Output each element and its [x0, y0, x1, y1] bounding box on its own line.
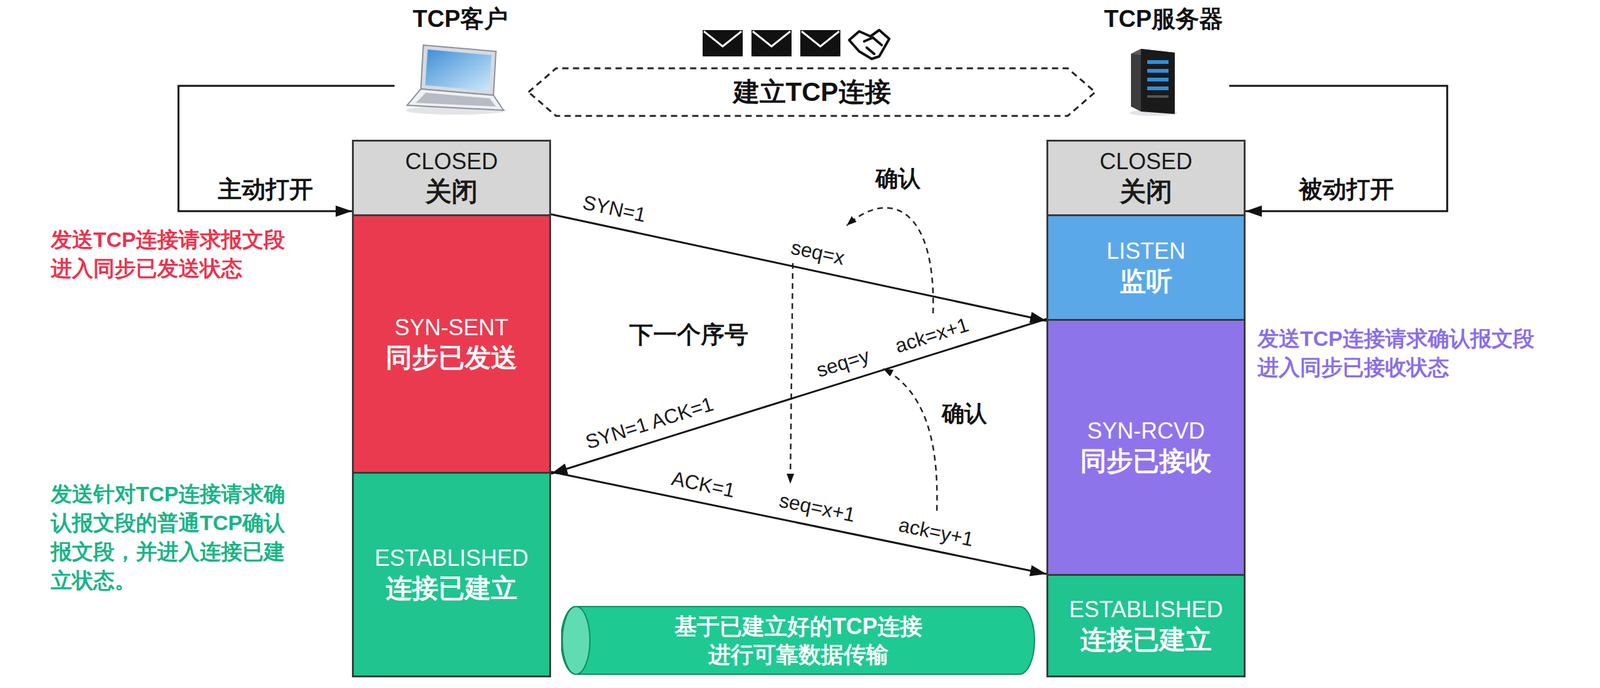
svg-rect	[1147, 77, 1169, 82]
svg-polygon	[407, 88, 504, 111]
state-box: ESTABLISHED连接已建立	[1046, 573, 1246, 677]
ack-label: ack=x+1	[889, 310, 975, 359]
svg-polyline	[801, 31, 840, 47]
state-box: SYN-SENT同步已发送	[351, 214, 552, 474]
confirm-label: 确认	[941, 398, 987, 429]
server-icon	[1129, 48, 1178, 116]
svg-rect	[1147, 68, 1169, 73]
seq-label: seq=x	[785, 233, 850, 271]
ack-label: ack=y+1	[894, 511, 979, 553]
state-name-zh: 同步已发送	[385, 341, 518, 375]
flag-label: SYN=1 ACK=1	[579, 390, 719, 456]
state-note: 发送TCP连接请求确认报文段 进入同步已接收状态	[1257, 324, 1593, 382]
svg-rect	[1147, 86, 1169, 91]
state-box: SYN-RCVD同步已接收	[1046, 318, 1246, 576]
state-box: LISTEN监听	[1046, 214, 1246, 321]
host-name: TCP客户	[412, 5, 508, 34]
seq-label: seq=y	[810, 341, 875, 384]
svg-path	[849, 30, 890, 59]
open-label: 主动打开	[217, 175, 314, 205]
segment-arrow	[551, 471, 1047, 574]
state-note: 发送针对TCP连接请求确认报文段的普通TCP确认报文段，并进入连接已建立状态。	[50, 479, 295, 595]
state-name-zh: 监听	[1119, 264, 1173, 299]
state-note: 发送TCP连接请求报文段 进入同步已发送状态	[50, 225, 352, 284]
data-pipe: 基于已建立好的TCP连接 进行可靠数据传输	[561, 604, 1036, 676]
svg-rect	[751, 30, 792, 57]
state-name: CLOSED	[405, 147, 498, 176]
seq-label: seq=x+1	[774, 486, 860, 528]
svg-rect	[800, 30, 841, 57]
segment-arrow	[551, 214, 1047, 321]
dashed-double-arrow	[528, 68, 1096, 116]
state-name-zh: 连接已建立	[385, 571, 518, 605]
svg-rect	[702, 30, 743, 57]
svg-polyline	[703, 31, 742, 47]
state-name-zh: 连接已建立	[1080, 623, 1212, 657]
confirm-label: 确认	[875, 163, 921, 195]
state-name: SYN-RCVD	[1087, 416, 1205, 445]
svg-polygon	[420, 45, 496, 96]
confirm-curve	[846, 207, 934, 314]
state-box: ESTABLISHED连接已建立	[351, 471, 552, 677]
state-name: ESTABLISHED	[1068, 594, 1223, 624]
segment-arrow	[551, 318, 1047, 474]
state-name: ESTABLISHED	[374, 543, 528, 572]
connection-label: 建立TCP连接	[733, 76, 892, 108]
svg-polygon	[415, 92, 496, 107]
host-name: TCP服务器	[1104, 5, 1224, 34]
next-seq-label: 下一个序号	[629, 318, 749, 351]
state-name-zh: 关闭	[425, 175, 478, 209]
svg-polyline	[752, 31, 791, 47]
open-arrow	[1229, 85, 1448, 212]
laptop-icon	[405, 45, 506, 115]
state-name: SYN-SENT	[394, 313, 509, 342]
server-host: TCP服务器	[1097, 3, 1230, 118]
state-box: CLOSED关闭	[351, 139, 552, 217]
next-seq-line	[790, 263, 793, 484]
state-box: CLOSED关闭	[1046, 139, 1246, 217]
cylinder-end	[562, 606, 590, 674]
svg-path	[864, 37, 882, 54]
state-name: LISTEN	[1106, 236, 1186, 265]
pipe-text: 基于已建立好的TCP连接 进行可靠数据传输	[601, 611, 996, 669]
confirm-curve	[882, 368, 937, 511]
state-name-zh: 关闭	[1119, 175, 1173, 209]
svg-rect	[1147, 95, 1169, 98]
cylinder-body	[561, 606, 1035, 674]
state-name-zh: 同步已接收	[1080, 444, 1212, 478]
svg-polygon	[1140, 48, 1175, 114]
open-label: 被动打开	[1298, 175, 1394, 205]
message-icons	[702, 30, 890, 59]
state-name: CLOSED	[1099, 147, 1193, 176]
svg-polygon	[425, 49, 492, 91]
svg-polygon	[1130, 48, 1141, 112]
svg-rect	[1147, 60, 1169, 64]
client-host: TCP客户	[394, 3, 527, 118]
